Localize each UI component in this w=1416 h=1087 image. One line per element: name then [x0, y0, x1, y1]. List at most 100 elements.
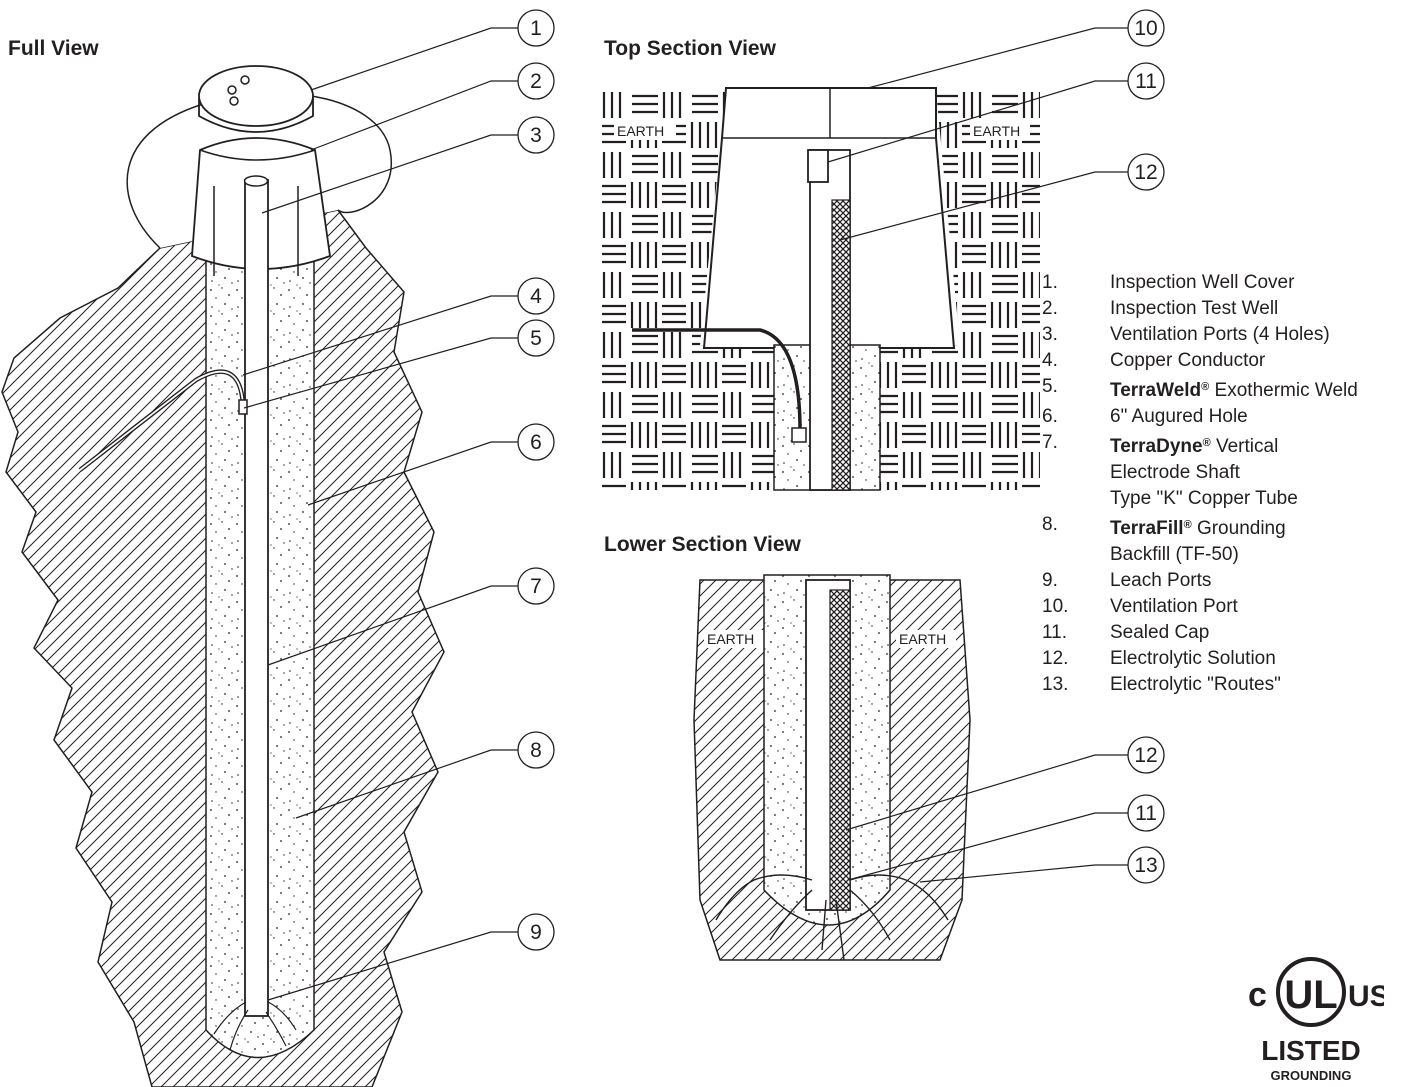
lower-electrolytic-solution — [829, 589, 851, 911]
legend-description: Copper Conductor — [1110, 350, 1266, 371]
legend-description: Ventilation Port — [1110, 596, 1238, 617]
legend-description: Type "K" Copper Tube — [1110, 488, 1298, 509]
brand-name: TerraDyne® — [1110, 436, 1211, 457]
callout-6: 6 — [517, 423, 555, 461]
callout-12: 12 — [1127, 153, 1165, 191]
registered-mark: ® — [1202, 437, 1211, 449]
legend-text: TerraDyne® Vertical — [1110, 430, 1278, 460]
legend-description: Vertical — [1210, 436, 1279, 457]
legend-item: 9. Leach Ports — [1042, 568, 1358, 594]
legend-text: TerraFill® Grounding — [1110, 512, 1286, 542]
legend-text: Type "K" Copper Tube — [1110, 486, 1298, 512]
lower-earth-label-left: EARTH — [707, 631, 754, 647]
legend-text: Ventilation Ports (4 Holes) — [1110, 322, 1330, 348]
legend-item: 5.TerraWeld® Exothermic Weld — [1042, 374, 1358, 404]
callout-8: 8 — [517, 731, 555, 769]
legend-number: 9. — [1042, 570, 1058, 591]
legend-item: 4. Copper Conductor — [1042, 348, 1358, 374]
svg-text:13: 13 — [1134, 854, 1157, 877]
legend-description: Electrolytic "Routes" — [1110, 674, 1281, 695]
legend-number: 4. — [1042, 350, 1058, 371]
svg-text:c: c — [1248, 976, 1267, 1014]
legend-text: Electrolytic Solution — [1110, 646, 1276, 672]
legend-text: Ventilation Port — [1110, 594, 1238, 620]
legend-description: 6" Augured Hole — [1110, 406, 1248, 427]
svg-text:4: 4 — [530, 285, 542, 308]
full-view — [1, 65, 445, 1087]
electrolytic-solution — [831, 199, 851, 491]
legend-number: 8. — [1042, 514, 1058, 535]
lower-earth-label-right: EARTH — [899, 631, 946, 647]
callout-13: 13 — [1127, 846, 1165, 884]
legend-number: 7. — [1042, 432, 1058, 453]
legend-description: Exothermic Weld — [1209, 380, 1358, 401]
callout-9: 9 — [517, 913, 555, 951]
legend-number: 12. — [1042, 648, 1069, 669]
callout-11-lower: 11 — [1127, 794, 1165, 832]
registered-mark: ® — [1183, 519, 1192, 531]
legend-item: Backfill (TF-50) — [1042, 542, 1358, 568]
legend-item: 1.Inspection Well Cover — [1042, 270, 1358, 296]
legend-item: 8. TerraFill® Grounding — [1042, 512, 1358, 542]
legend-item: 6. 6" Augured Hole — [1042, 404, 1358, 430]
legend-item: 12. Electrolytic Solution — [1042, 646, 1358, 672]
legend-description: Inspection Well Cover — [1110, 272, 1295, 293]
electrolytic-routes — [715, 874, 949, 961]
callout-10: 10 — [1127, 9, 1165, 47]
legend-number: 3. — [1042, 324, 1058, 345]
legend-number: 13. — [1042, 674, 1069, 695]
electrode-shaft — [244, 179, 269, 1017]
legend-number — [1042, 486, 1110, 512]
svg-text:6: 6 — [530, 431, 542, 454]
earth-label-right: EARTH — [973, 123, 1020, 139]
lower-section-view: EARTH EARTH — [693, 574, 971, 961]
legend-text: Backfill (TF-50) — [1110, 542, 1239, 568]
leader-lines — [242, 27, 1128, 1001]
legend-item: 3. Ventilation Ports (4 Holes) — [1042, 322, 1358, 348]
svg-text:12: 12 — [1134, 744, 1157, 767]
legend-description: Leach Ports — [1110, 570, 1212, 591]
svg-text:UL: UL — [1284, 973, 1337, 1017]
legend-item: 11. Sealed Cap — [1042, 620, 1358, 646]
legend-number: 6. — [1042, 406, 1058, 427]
svg-text:10: 10 — [1134, 17, 1157, 40]
legend-description: Backfill (TF-50) — [1110, 544, 1239, 565]
legend-text: Copper Conductor — [1110, 348, 1265, 374]
legend-text: Electrode Shaft — [1110, 460, 1240, 486]
svg-text:9: 9 — [530, 921, 542, 944]
svg-text:11: 11 — [1135, 802, 1157, 825]
svg-text:US: US — [1348, 980, 1384, 1013]
sealed-cap — [807, 149, 829, 183]
legend-description: Sealed Cap — [1110, 622, 1210, 643]
legend-item: 13. Electrolytic "Routes" — [1042, 672, 1358, 698]
legend-description: Electrode Shaft — [1110, 462, 1240, 483]
legend-text: Electrolytic "Routes" — [1110, 672, 1281, 698]
legend-item: 7. TerraDyne® Vertical — [1042, 430, 1358, 460]
legend-description: Grounding — [1191, 518, 1286, 539]
legend-description: Inspection Test Well — [1110, 298, 1279, 319]
top-earth-soil — [600, 90, 774, 490]
callouts: 1 2 3 4 5 6 7 8 9 10 11 12 12 11 13 — [517, 9, 1165, 951]
top-section-view-title: Top Section View — [604, 37, 776, 60]
callout-2: 2 — [517, 62, 555, 100]
legend-number: 11. — [1042, 622, 1068, 643]
registered-mark: ® — [1201, 381, 1210, 393]
svg-text:GROUNDING: GROUNDING — [1271, 1068, 1352, 1083]
callout-5: 5 — [517, 319, 555, 357]
leach-roots — [213, 1001, 297, 1051]
callout-1: 1 — [517, 9, 555, 47]
lower-section-view-title: Lower Section View — [604, 533, 801, 556]
legend-number: 10. — [1042, 596, 1069, 617]
callout-4: 4 — [517, 277, 555, 315]
legend-number — [1042, 542, 1110, 568]
legend-item: Type "K" Copper Tube — [1042, 486, 1358, 512]
full-view-title: Full View — [8, 37, 99, 60]
legend-number — [1042, 460, 1110, 486]
legend-description: Electrolytic Solution — [1110, 648, 1276, 669]
legend-item: 10. Ventilation Port — [1042, 594, 1358, 620]
brand-name: TerraFill® — [1110, 518, 1192, 539]
legend-text: Leach Ports — [1110, 568, 1211, 594]
callout-3: 3 — [517, 116, 555, 154]
earth-label-left: EARTH — [617, 123, 664, 139]
